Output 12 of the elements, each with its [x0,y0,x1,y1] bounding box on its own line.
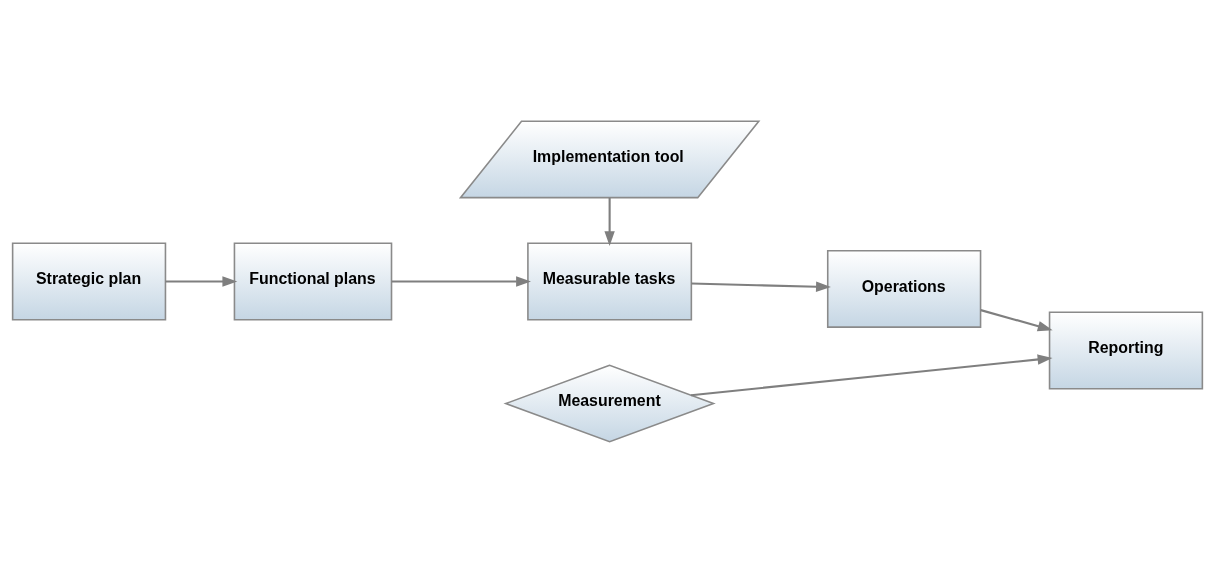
node-box: Operations [826,249,982,328]
node-box: Functional plans [233,242,393,321]
node-box: Strategic plan [11,242,167,321]
arrow [391,276,531,287]
arrow [690,354,1053,397]
arrow [604,197,615,247]
arrow [980,309,1053,332]
arrow [691,281,831,292]
node-box: Reporting [1048,311,1204,390]
node-box: Measurable tasks [527,242,693,321]
node-diamond: Measurement [503,364,716,443]
arrow [165,276,238,287]
